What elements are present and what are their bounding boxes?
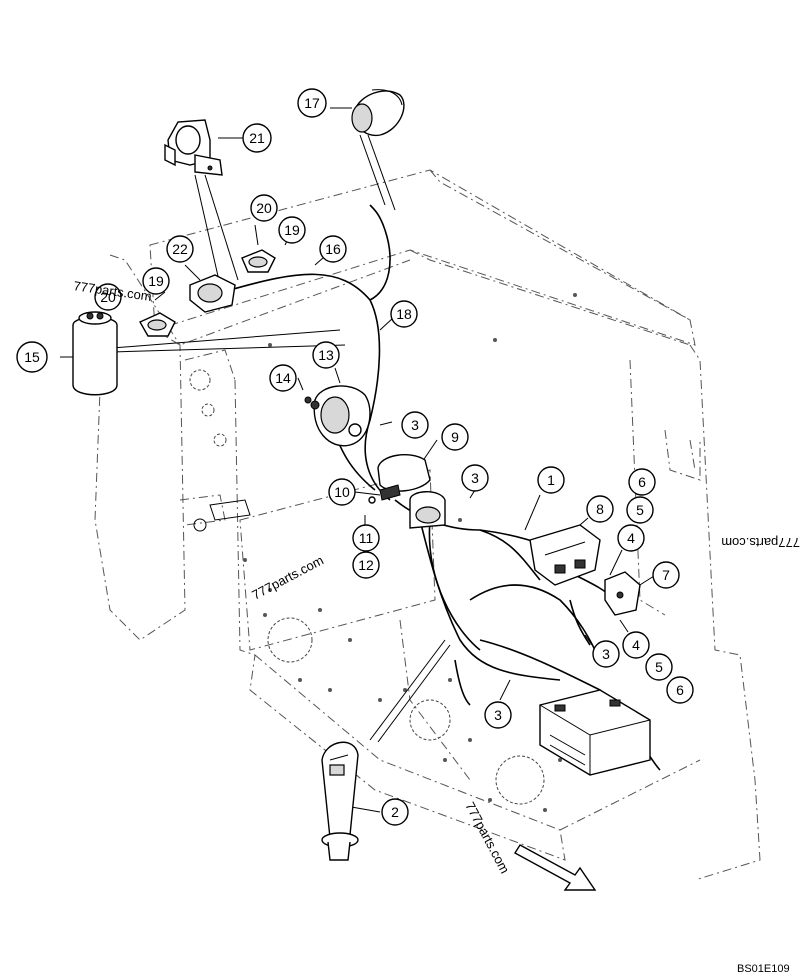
leader-lines: [60, 107, 655, 813]
svg-text:5: 5: [636, 502, 644, 518]
light-20-right: [241, 249, 276, 273]
svg-text:4: 4: [627, 530, 635, 546]
callout-3: 3: [401, 411, 429, 439]
svg-text:22: 22: [172, 241, 188, 257]
svg-text:16: 16: [325, 241, 341, 257]
svg-text:12: 12: [358, 557, 374, 573]
fuse-block-8: [529, 524, 601, 586]
svg-text:11: 11: [359, 530, 374, 546]
svg-text:19: 19: [148, 273, 164, 289]
callout-10: 10: [328, 478, 356, 506]
svg-text:19: 19: [284, 222, 300, 238]
callout-14: 14: [269, 364, 297, 392]
bracket-7: [604, 571, 641, 616]
relay-9: [377, 454, 446, 529]
callout-9: 9: [441, 423, 469, 451]
clip-10: [368, 484, 401, 504]
callout-13: 13: [312, 341, 340, 369]
callout-3: 3: [484, 701, 512, 729]
battery: [539, 689, 651, 776]
callout-18: 18: [390, 300, 418, 328]
callout-7: 7: [652, 561, 680, 589]
svg-text:13: 13: [318, 347, 334, 363]
callout-22: 22: [166, 235, 194, 263]
callout-15: 15: [16, 341, 48, 373]
callout-2: 2: [381, 798, 409, 826]
svg-text:14: 14: [275, 370, 291, 386]
svg-text:6: 6: [676, 682, 684, 698]
horn-21: [164, 119, 223, 176]
svg-text:21: 21: [249, 130, 265, 146]
drawing-code: BS01E109: [737, 963, 790, 975]
svg-text:2: 2: [391, 804, 399, 820]
svg-text:9: 9: [451, 429, 459, 445]
callout-6: 6: [628, 468, 656, 496]
svg-text:4: 4: [632, 637, 640, 653]
callout-4: 4: [622, 631, 650, 659]
callout-4: 4: [617, 524, 645, 552]
machine-frame: [94, 169, 761, 881]
callout-1: 1: [537, 466, 565, 494]
svg-text:3: 3: [494, 707, 502, 723]
svg-text:18: 18: [396, 306, 412, 322]
filter-15: [72, 311, 118, 396]
callout-5: 5: [645, 653, 673, 681]
svg-text:15: 15: [24, 349, 40, 365]
callout-20: 20: [250, 194, 278, 222]
callout-19: 19: [142, 267, 170, 295]
svg-text:17: 17: [304, 95, 320, 111]
light-22: [189, 274, 236, 313]
callout-8: 8: [586, 495, 614, 523]
callout-3: 3: [461, 464, 489, 492]
callout-6: 6: [666, 676, 694, 704]
light-19-left: [139, 312, 176, 337]
solenoid-13: [304, 385, 371, 447]
svg-text:3: 3: [411, 417, 419, 433]
svg-text:10: 10: [334, 484, 350, 500]
callout-21: 21: [242, 123, 272, 153]
callout-11: 11: [352, 524, 380, 552]
callout-20: 20: [94, 283, 122, 311]
callout-12: 12: [352, 551, 380, 579]
svg-text:7: 7: [662, 567, 670, 583]
svg-text:1: 1: [547, 472, 555, 488]
svg-text:20: 20: [100, 289, 116, 305]
front-direction-arrow: [514, 844, 597, 891]
callout-17: 17: [297, 88, 327, 118]
svg-text:8: 8: [596, 501, 604, 517]
callout-3: 3: [592, 640, 620, 668]
svg-text:20: 20: [256, 200, 272, 216]
svg-text:5: 5: [655, 659, 663, 675]
callout-5: 5: [626, 496, 654, 524]
callout-16: 16: [319, 235, 347, 263]
watermark: 777parts.com: [249, 552, 326, 602]
svg-text:3: 3: [602, 646, 610, 662]
beacon-17: [351, 89, 405, 137]
svg-text:6: 6: [638, 474, 646, 490]
watermark: 777parts.com: [721, 535, 800, 550]
joystick-2: [321, 741, 359, 861]
callout-19: 19: [278, 216, 306, 244]
svg-text:3: 3: [471, 470, 479, 486]
wiring-harness: [229, 204, 661, 771]
